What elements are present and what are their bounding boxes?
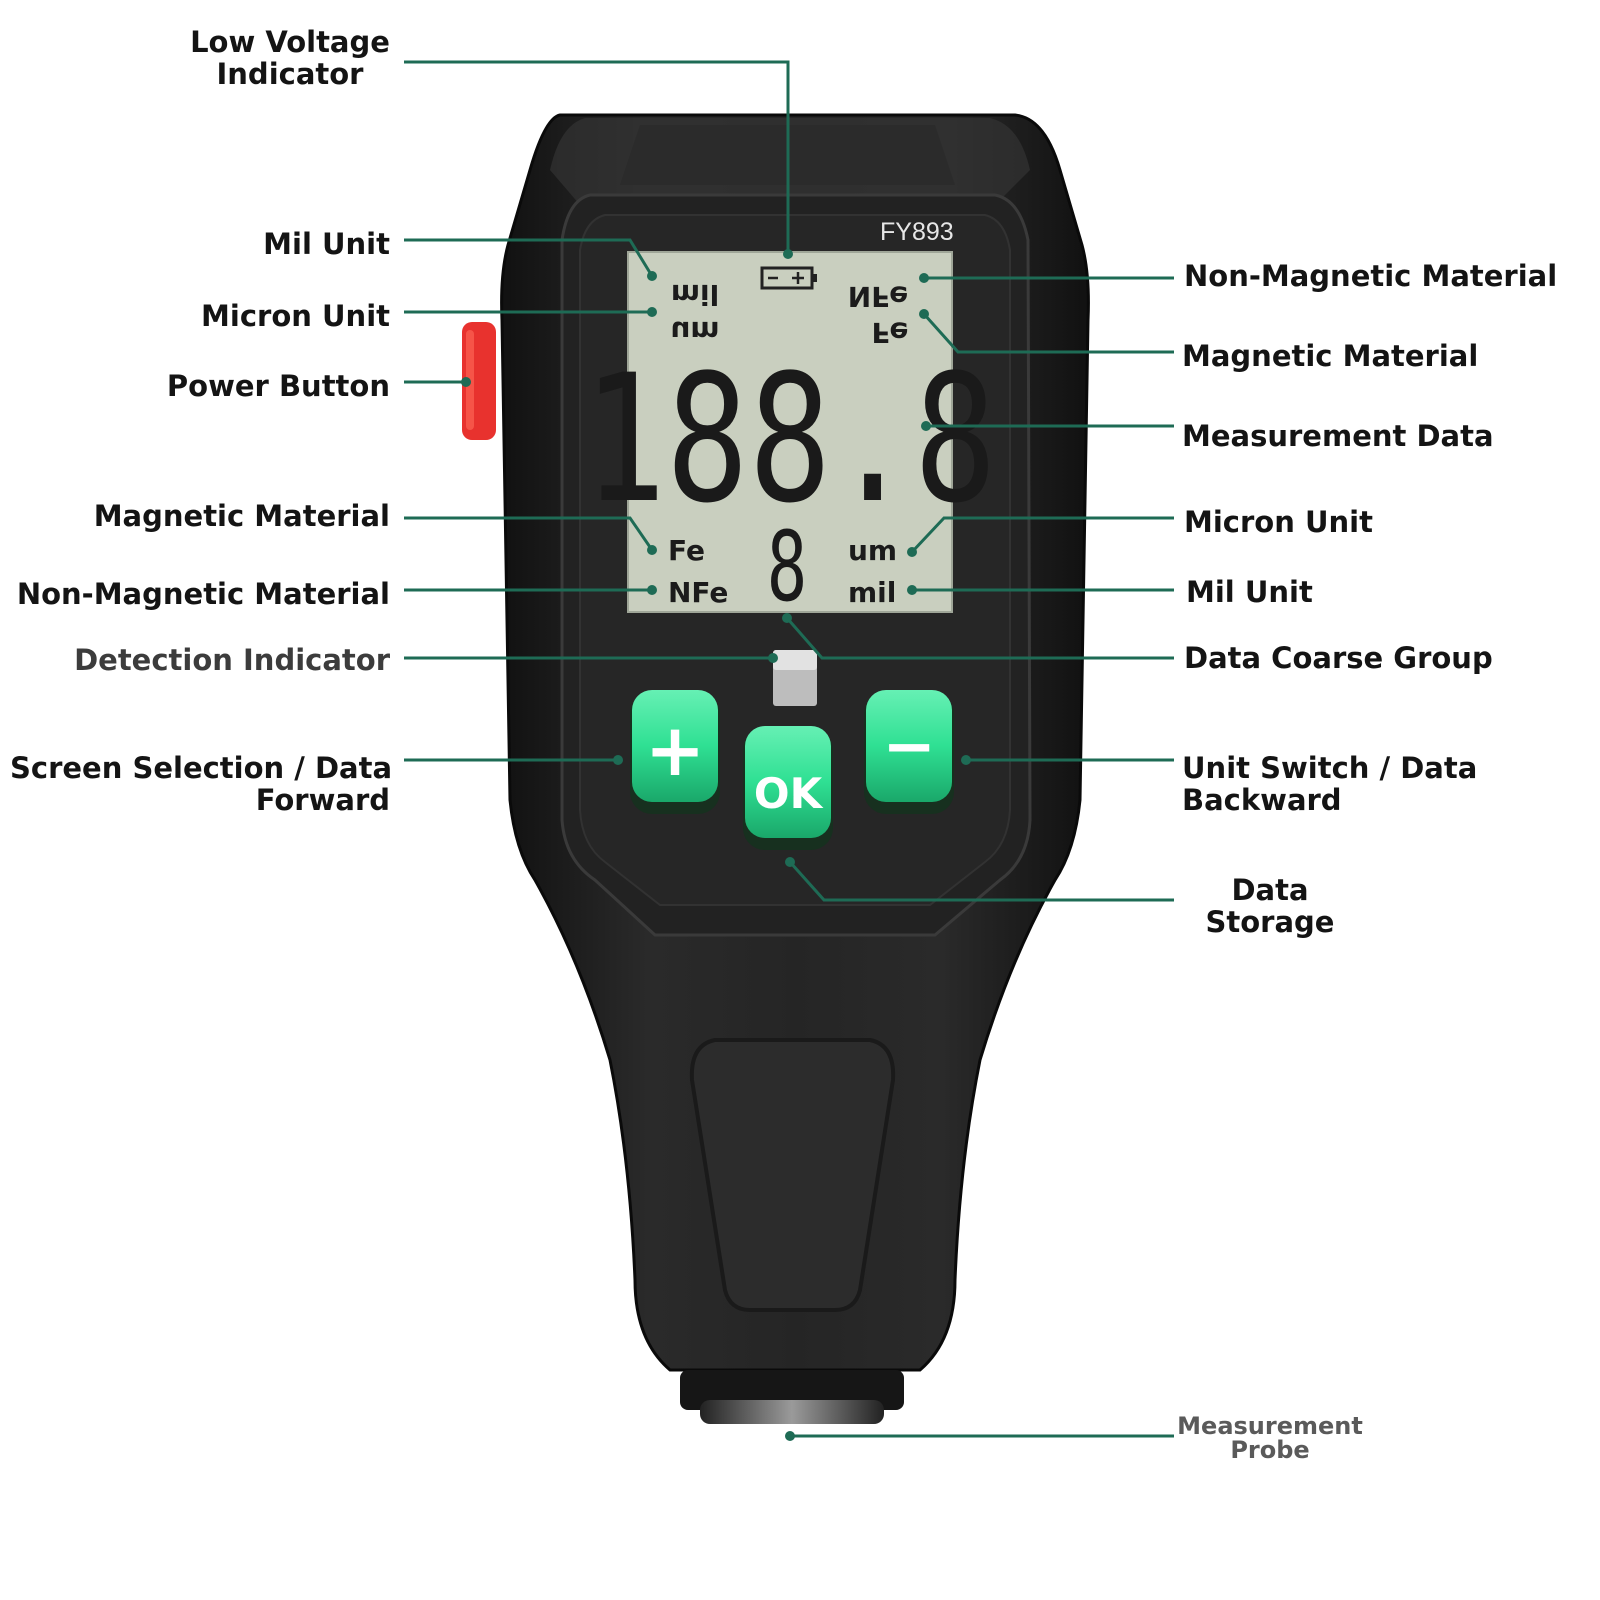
label-micron-unit-right: Micron Unit (1184, 505, 1373, 539)
lcd-fe-bottom: Fe (668, 534, 705, 567)
label-measurement-data: Measurement Data (1182, 419, 1494, 453)
leader-data-storage (788, 860, 1174, 902)
leader-mil-unit-left (404, 238, 654, 277)
lcd-group-digit: 8 (767, 511, 807, 623)
model-name: FY893 (880, 218, 954, 246)
label-micron-unit-left: Micron Unit (201, 299, 390, 333)
ok-button[interactable]: OK (743, 726, 833, 850)
label-non-magnetic-right: Non-Magnetic Material (1184, 259, 1558, 293)
lcd-screen (627, 251, 953, 613)
label-power-button: Power Button (166, 369, 390, 403)
label-mil-unit-left: Mil Unit (263, 227, 390, 261)
leader-lines (404, 60, 1174, 1438)
measurement-probe (700, 1400, 884, 1424)
minus-button[interactable]: − (864, 690, 954, 814)
label-detection-indicator: Detection Indicator (74, 643, 390, 677)
battery-icon (760, 266, 817, 290)
grip-recess (689, 1038, 896, 1312)
detection-indicator-led-top (773, 650, 817, 670)
label-magnetic-left: Magnetic Material (93, 499, 390, 533)
minus-button-label: − (882, 710, 936, 784)
lcd-nfe-top: NFe (848, 280, 908, 313)
leader-magnetic-left (404, 516, 654, 551)
lcd-fe-top: Fe (872, 316, 909, 349)
leader-magnetic-right (922, 312, 1174, 354)
leader-data-coarse (785, 617, 1174, 660)
plus-button[interactable]: + (630, 690, 720, 814)
lcd-um-bottom: um (848, 534, 897, 567)
label-mil-unit-right: Mil Unit (1186, 575, 1313, 609)
label-magnetic-right: Magnetic Material (1182, 339, 1479, 373)
leader-dots (461, 249, 971, 1441)
lcd-main-reading: 188.8 (583, 337, 996, 542)
label-non-magnetic-left: Non-Magnetic Material (16, 577, 390, 611)
plus-button-label: + (645, 708, 705, 792)
lcd-mil-top: mil (671, 278, 719, 311)
lcd-nfe-bottom: NFe (668, 576, 728, 609)
lcd-um-top: um (670, 315, 719, 348)
ok-button-label: OK (754, 769, 824, 818)
leader-low-voltage (404, 60, 790, 254)
label-data-coarse-group: Data Coarse Group (1184, 641, 1493, 675)
leader-micron-unit-right (910, 516, 1174, 554)
lcd-mil-bottom: mil (848, 576, 896, 609)
